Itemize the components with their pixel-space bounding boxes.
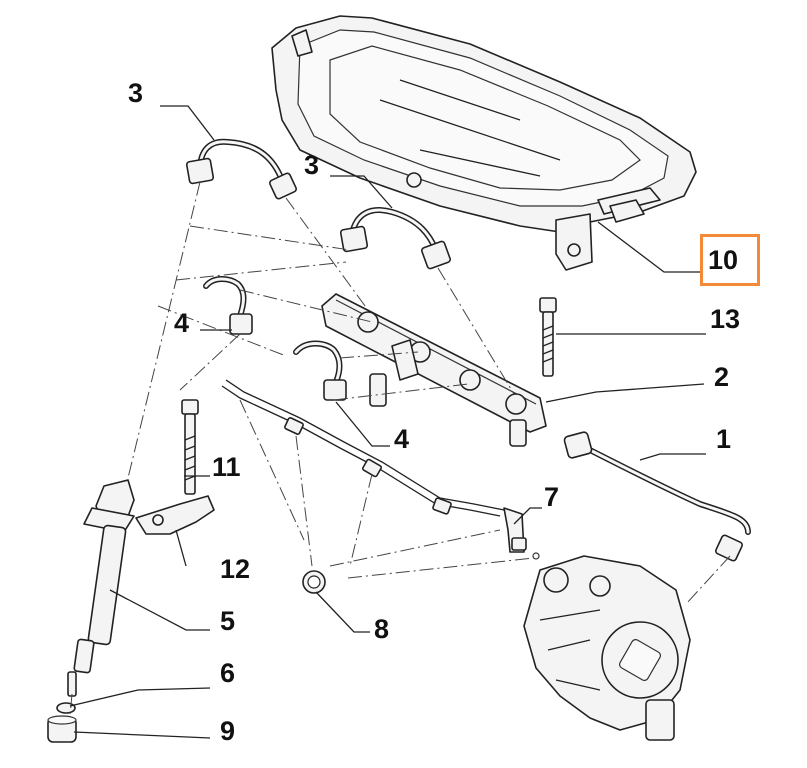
pipe-part-4-lower	[293, 340, 347, 401]
o-ring-part-8	[302, 570, 326, 594]
callout-6: 6	[220, 658, 236, 688]
callout-2: 2	[714, 362, 730, 392]
injector-part-5	[67, 479, 135, 697]
callout-leaders	[69, 105, 706, 739]
callout-8: 8	[374, 614, 390, 644]
assembly-guide-lines	[69, 181, 731, 717]
hp-pipe-part-3-centre	[339, 207, 451, 270]
clamp-part-12	[135, 495, 215, 535]
engine-cover-part-10	[271, 15, 697, 271]
callout-12: 12	[220, 554, 251, 584]
high-pressure-pump	[523, 555, 691, 741]
pipe-part-4-upper	[203, 276, 253, 335]
callout-3-centre: 3	[304, 150, 320, 180]
callout-9: 9	[220, 716, 236, 746]
callout-10-highlight-box	[700, 234, 760, 286]
callout-10: 10	[708, 245, 739, 275]
callout-4-lower: 4	[394, 424, 410, 454]
callout-11: 11	[212, 452, 241, 482]
callout-7: 7	[544, 482, 560, 512]
washer-part-6	[56, 702, 76, 714]
callout-4-upper: 4	[174, 308, 190, 338]
callout-3-left: 3	[128, 78, 144, 108]
callout-5: 5	[220, 606, 236, 636]
callout-13: 13	[710, 304, 741, 334]
hp-pipe-part-3-left	[185, 138, 298, 200]
seal-sleeve-part-9	[47, 715, 77, 743]
return-line-part-7	[221, 379, 540, 560]
fuel-pipe-part-1	[563, 431, 751, 562]
callout-1: 1	[716, 424, 732, 454]
fuel-rail-part-2	[321, 293, 547, 447]
bolt-part-13	[539, 297, 557, 377]
bolt-part-11	[181, 399, 199, 495]
